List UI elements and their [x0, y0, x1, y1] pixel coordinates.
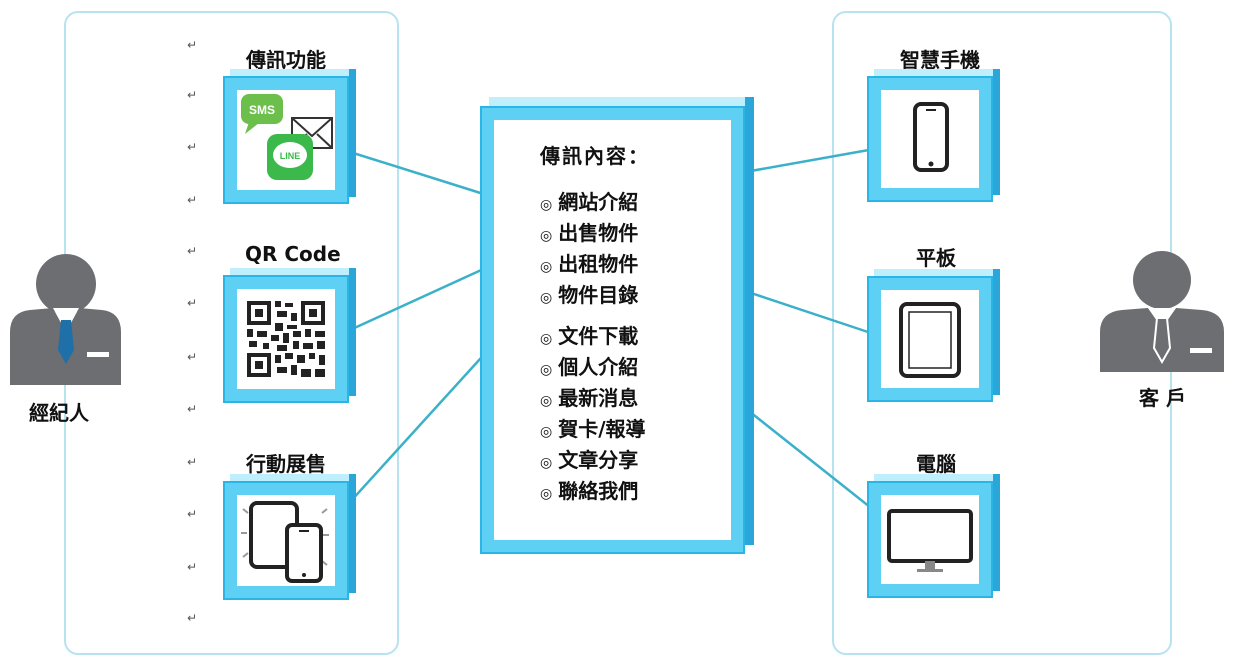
bullet-icon: ◎	[540, 486, 553, 502]
bullet-icon: ◎	[540, 228, 553, 244]
content-list: ◎網站介紹 ◎出售物件 ◎出租物件 ◎物件目錄 ◎文件下載 ◎個人介紹 ◎最新消…	[540, 187, 650, 507]
list-item: ◎個人介紹	[540, 355, 639, 379]
list-item: ◎物件目錄	[540, 283, 639, 307]
customer-avatar	[1098, 248, 1226, 376]
qr-code-icon	[247, 301, 325, 377]
return-mark: ↵	[187, 38, 198, 52]
smartphone-icon	[913, 102, 949, 172]
list-item: ◎網站介紹	[540, 190, 639, 214]
return-mark: ↵	[187, 402, 198, 416]
messaging-box: SMS LINE	[223, 69, 356, 204]
computer-box	[867, 474, 1000, 598]
tablet-label: 平板	[916, 246, 956, 270]
bullet-icon: ◎	[540, 259, 553, 275]
list-item: ◎賀卡/報導	[540, 417, 646, 441]
line-app-icon: LINE	[267, 134, 313, 180]
mobile-sales-label: 行動展售	[246, 452, 326, 476]
content-box	[480, 97, 754, 554]
return-mark: ↵	[187, 244, 198, 258]
monitor-icon	[887, 509, 973, 572]
list-item: ◎文章分享	[540, 448, 639, 472]
list-item: ◎出售物件	[540, 221, 639, 245]
person-icon	[1100, 251, 1224, 372]
connector-qrcode	[349, 264, 491, 332]
connector-smartphone	[744, 146, 881, 174]
connector-mobile-sales	[349, 347, 491, 503]
return-mark: ↵	[187, 350, 198, 364]
agent-label: 經紀人	[29, 401, 89, 425]
customer-label: 客 戶	[1139, 386, 1186, 410]
svg-text:LINE: LINE	[280, 151, 301, 161]
content-title: 傳訊內容：	[540, 144, 650, 168]
content-list-block: 傳訊內容： ◎網站介紹 ◎出售物件 ◎出租物件 ◎物件目錄 ◎文件下載 ◎個人介…	[540, 140, 650, 507]
bullet-icon: ◎	[540, 393, 553, 409]
agent-avatar	[8, 250, 123, 389]
return-mark: ↵	[187, 507, 198, 521]
list-item: ◎出租物件	[540, 252, 639, 276]
qrcode-box	[223, 268, 356, 403]
return-mark: ↵	[187, 193, 198, 207]
bullet-icon: ◎	[540, 424, 553, 440]
return-mark: ↵	[187, 611, 198, 625]
return-mark: ↵	[187, 88, 198, 102]
return-mark: ↵	[187, 140, 198, 154]
computer-label: 電腦	[916, 452, 956, 476]
devices-icon	[241, 501, 329, 583]
list-item: ◎聯絡我們	[540, 479, 639, 503]
list-item: ◎文件下載	[540, 324, 639, 348]
smartphone-box	[867, 69, 1000, 202]
connector-computer	[744, 407, 881, 516]
return-mark: ↵	[187, 455, 198, 469]
bullet-icon: ◎	[540, 455, 553, 471]
svg-text:SMS: SMS	[249, 103, 275, 117]
list-item: ◎最新消息	[540, 386, 639, 410]
sms-bubble-icon: SMS	[241, 94, 283, 134]
messaging-icon: SMS LINE	[241, 94, 333, 180]
connector-messaging	[349, 150, 491, 198]
connector-lines	[349, 146, 881, 516]
connector-tablet	[744, 289, 881, 338]
qrcode-label: QR Code	[245, 242, 341, 266]
mobile-sales-box	[223, 474, 356, 600]
bullet-icon: ◎	[540, 331, 553, 347]
bullet-icon: ◎	[540, 197, 553, 213]
return-mark: ↵	[187, 296, 198, 310]
messaging-label: 傳訊功能	[246, 48, 326, 72]
bullet-icon: ◎	[540, 362, 553, 378]
tablet-box	[867, 269, 1000, 402]
tablet-icon	[899, 302, 961, 378]
bullet-icon: ◎	[540, 290, 553, 306]
person-icon	[10, 254, 121, 385]
return-mark: ↵	[187, 560, 198, 574]
smartphone-label: 智慧手機	[900, 48, 980, 72]
